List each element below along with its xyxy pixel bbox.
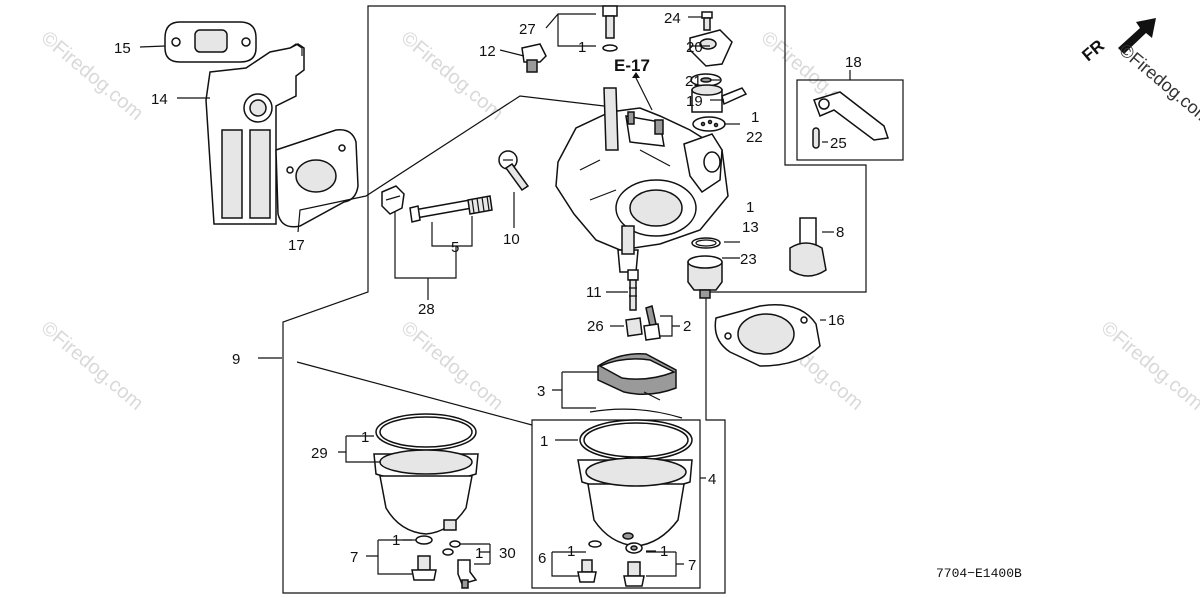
watermark: ©Firedog.com bbox=[1097, 317, 1200, 415]
callout-5: 5 bbox=[451, 239, 459, 256]
watermark: ©Firedog.com bbox=[397, 317, 508, 415]
callout-11: 11 bbox=[586, 284, 602, 301]
part-11-nozzle bbox=[627, 269, 639, 311]
callout-4: 4 bbox=[708, 471, 716, 488]
callout-16: 16 bbox=[828, 312, 845, 329]
callout-1-13: 1 bbox=[746, 199, 754, 216]
part-26-jet bbox=[625, 317, 643, 337]
arrow-icon bbox=[1118, 18, 1156, 54]
callout-17: 17 bbox=[288, 237, 305, 254]
leader-line bbox=[296, 361, 533, 426]
callout-13: 13 bbox=[742, 219, 759, 236]
callout-28: 28 bbox=[418, 301, 435, 318]
callout-30: 30 bbox=[499, 545, 516, 562]
callout-1-30: 1 bbox=[475, 545, 483, 562]
part-3-float bbox=[597, 353, 677, 401]
callout-1-7-right: 1 bbox=[660, 543, 668, 560]
callout-26: 26 bbox=[587, 318, 604, 335]
arrow-icon bbox=[632, 72, 640, 78]
reference-e17: E-17 bbox=[614, 56, 650, 75]
part-25-pin bbox=[812, 127, 820, 149]
part-22-gasket bbox=[692, 116, 726, 132]
callout-3: 3 bbox=[537, 383, 545, 400]
callout-20: 20 bbox=[686, 39, 703, 56]
assembly-boundary-9 bbox=[282, 5, 867, 594]
part-18-throttle-lever bbox=[813, 91, 889, 141]
fr-label: FR bbox=[1078, 36, 1108, 65]
callout-9: 9 bbox=[232, 351, 240, 368]
part-14-insulator bbox=[205, 43, 305, 225]
part-15-gasket bbox=[164, 21, 257, 63]
callout-25: 25 bbox=[830, 135, 847, 152]
callout-1-27: 1 bbox=[578, 39, 586, 56]
callout-1-22: 1 bbox=[751, 109, 759, 126]
callout-27: 27 bbox=[519, 21, 536, 38]
part-28-nut bbox=[381, 185, 405, 215]
part-10-screw bbox=[498, 150, 530, 192]
part-16-gasket bbox=[714, 304, 821, 367]
callout-22: 22 bbox=[746, 129, 763, 146]
callout-15: 15 bbox=[114, 40, 131, 57]
leader-lines bbox=[139, 13, 851, 577]
part-13-o-ring bbox=[691, 237, 721, 249]
diagram-code: 7704−E1400B bbox=[936, 566, 1022, 581]
callout-21: 21 bbox=[685, 73, 702, 90]
part-7-drain-bolt-right bbox=[623, 542, 645, 587]
part-6-drain-screw bbox=[577, 540, 602, 583]
part-7-drain-bolt-left bbox=[411, 535, 437, 581]
callout-19: 19 bbox=[686, 93, 703, 110]
carburetor-body bbox=[555, 87, 729, 273]
part-5-pilot-screw bbox=[409, 195, 493, 223]
callout-14: 14 bbox=[151, 91, 168, 108]
callout-8: 8 bbox=[836, 224, 844, 241]
watermark: ©Firedog.com bbox=[1115, 40, 1200, 128]
callout-labels: 15 14 17 12 27 1 E-17 24 20 21 19 1 22 1… bbox=[114, 10, 862, 574]
callout-23: 23 bbox=[740, 251, 757, 268]
callout-12: 12 bbox=[479, 43, 496, 60]
part-12-cap bbox=[521, 43, 547, 73]
callout-10: 10 bbox=[503, 231, 520, 248]
part-23-nozzle bbox=[687, 255, 723, 299]
part-2-float-valve bbox=[643, 305, 661, 341]
callout-24: 24 bbox=[664, 10, 681, 27]
part-24-screw bbox=[701, 11, 713, 31]
part-30-drain-screw bbox=[442, 540, 478, 589]
callout-2: 2 bbox=[683, 318, 691, 335]
callout-1-7-left: 1 bbox=[392, 532, 400, 549]
callout-18: 18 bbox=[845, 54, 862, 71]
watermark: ©Firedog.com bbox=[37, 27, 148, 125]
callout-1-6: 1 bbox=[567, 543, 575, 560]
front-direction-indicator: FR ©Firedog.com bbox=[1078, 18, 1200, 128]
watermark: ©Firedog.com bbox=[397, 27, 508, 125]
callout-6: 6 bbox=[538, 550, 546, 567]
callout-1-4: 1 bbox=[540, 433, 548, 450]
part-8-lever bbox=[789, 217, 827, 277]
callout-29: 29 bbox=[311, 445, 328, 462]
part-4-float-chamber bbox=[577, 408, 693, 547]
watermark: ©Firedog.com bbox=[37, 317, 148, 415]
part-19-choke-valve bbox=[691, 84, 748, 113]
part-29-float-chamber bbox=[373, 413, 479, 535]
callout-7-left: 7 bbox=[350, 549, 358, 566]
part-27-bolt bbox=[602, 5, 618, 52]
callout-1-29: 1 bbox=[361, 429, 369, 446]
part-17-gasket bbox=[275, 129, 359, 228]
callout-7-right: 7 bbox=[688, 557, 696, 574]
